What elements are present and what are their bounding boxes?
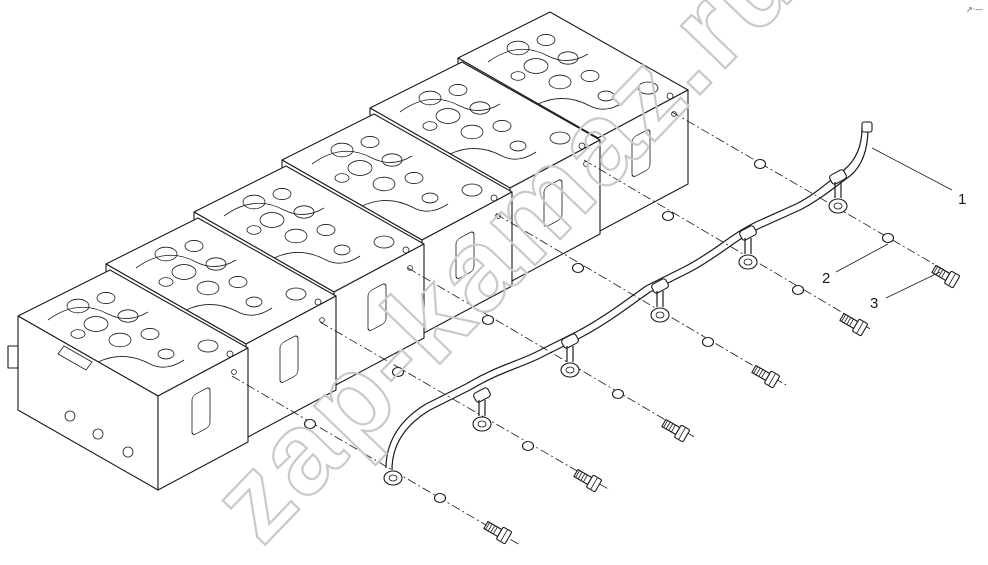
- sealing-washer-icon: [521, 440, 535, 452]
- sealing-washer-icon: [433, 492, 447, 504]
- cylinder-head-icon: [7, 269, 249, 491]
- banjo-bolt-icon: [483, 520, 512, 545]
- banjo-bolt-icon: [839, 312, 868, 337]
- callout-2: 2: [822, 270, 830, 287]
- cylinder-heads-group: [7, 11, 689, 491]
- hardware-group: [303, 158, 960, 545]
- banjo-fitting-icon: [650, 278, 670, 323]
- sealing-washer-icon: [701, 336, 715, 348]
- fuel-return-pipe-icon: [383, 121, 873, 486]
- banjo-bolt-icon: [573, 468, 602, 493]
- sealing-washer-icon: [791, 284, 805, 296]
- sealing-washer-icon: [571, 262, 585, 274]
- banjo-fitting-icon: [472, 387, 492, 432]
- corner-mark: ↗·—: [966, 5, 983, 14]
- banjo-fitting-icon: [738, 225, 758, 270]
- banjo-fitting-icon: [560, 333, 580, 378]
- banjo-bolt-icon: [661, 418, 690, 443]
- banjo-fitting-icon: [383, 470, 403, 486]
- sealing-washer-icon: [753, 158, 767, 170]
- banjo-bolt-icon: [751, 364, 780, 389]
- sealing-washer-icon: [391, 366, 405, 378]
- explode-lines: [231, 111, 959, 546]
- sealing-washer-icon: [611, 388, 625, 400]
- sealing-washer-icon: [661, 210, 675, 222]
- callout-1: 1: [958, 191, 966, 208]
- sealing-washer-icon: [881, 232, 895, 244]
- banjo-bolt-icon: [931, 264, 960, 289]
- sealing-washer-icon: [303, 418, 317, 430]
- sealing-washer-icon: [481, 314, 495, 326]
- callout-3: 3: [870, 295, 878, 312]
- banjo-fitting-icon: [828, 169, 848, 214]
- callout-leaders: [835, 147, 953, 299]
